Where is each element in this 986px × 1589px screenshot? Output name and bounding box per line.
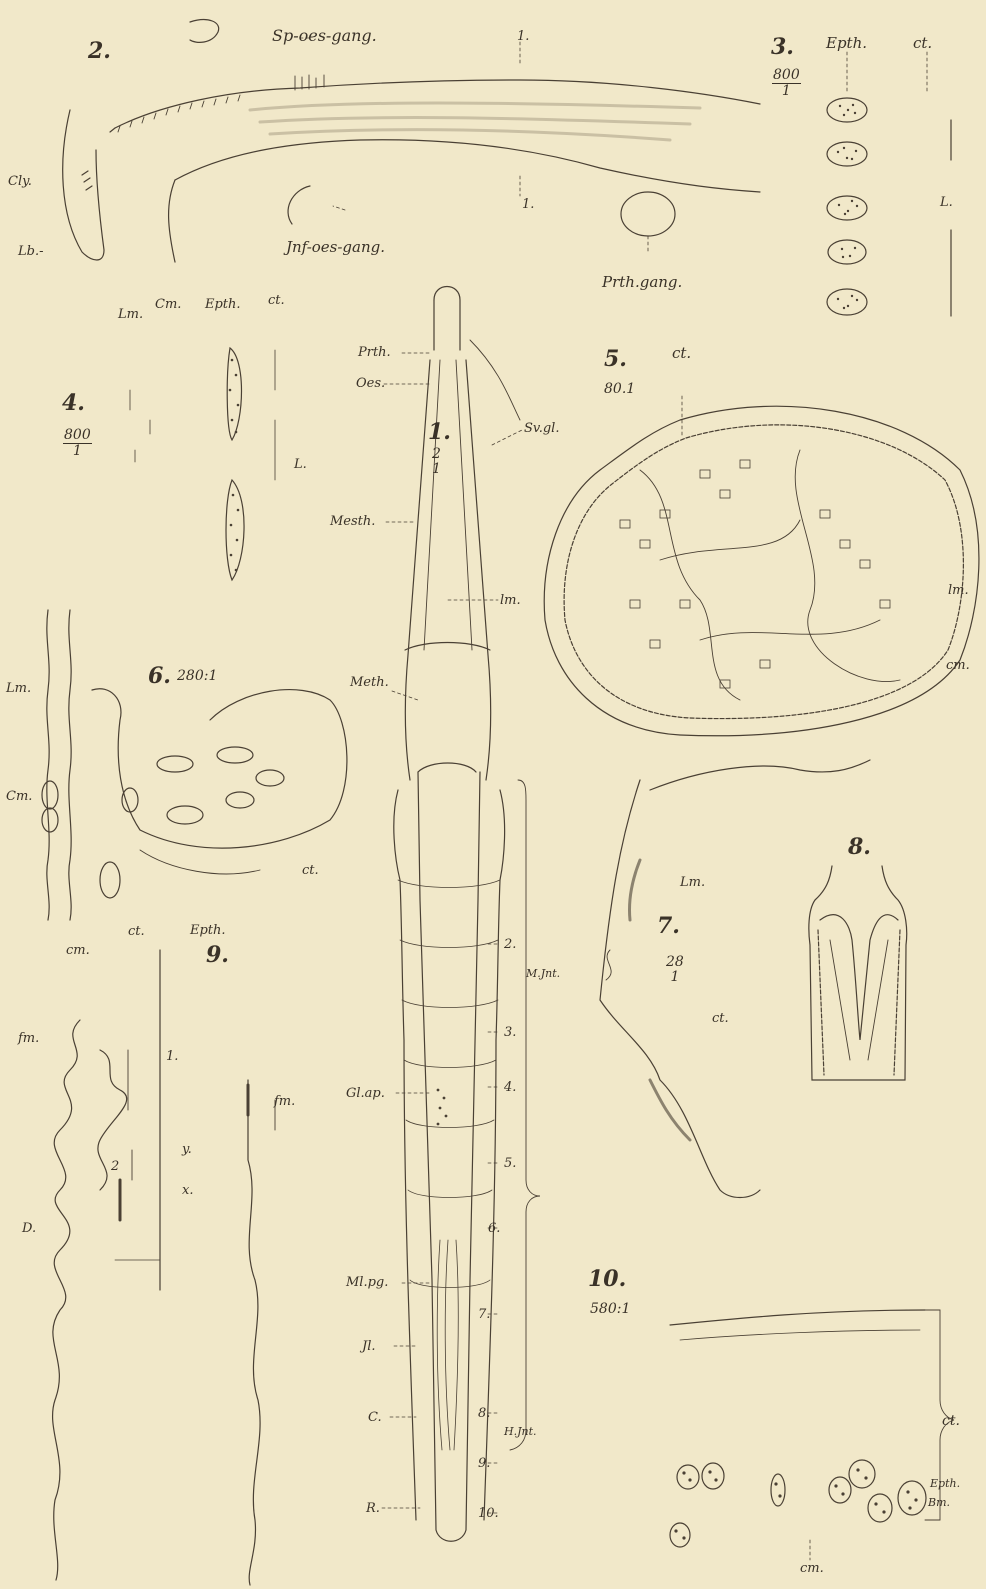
label-epth-fig6: Epth. — [190, 924, 226, 937]
segment-4: 4. — [504, 1081, 516, 1094]
figure-6-scale: 280:1 — [177, 669, 217, 683]
label-prth: Prth. — [358, 346, 391, 359]
label-oes: Oes. — [356, 377, 385, 390]
label-cm-fig5: cm. — [946, 659, 970, 672]
label-lm-fig4: Lm. — [118, 308, 143, 321]
figure-5-drawing — [544, 396, 979, 736]
figure-9-number: 9. — [206, 944, 229, 966]
figure-2-number: 2. — [88, 40, 111, 62]
figure-10-drawing — [670, 1310, 954, 1560]
segment-2: 2. — [504, 938, 516, 951]
label-x-fig9: x. — [182, 1184, 193, 1197]
label-cm-fig9: cm. — [66, 944, 90, 957]
figure-7-drawing — [600, 760, 870, 1198]
figure-5-scale: 80.1 — [604, 382, 635, 396]
label-ct-fig3: ct. — [913, 36, 932, 51]
label-c-fig1: C. — [368, 1411, 382, 1424]
label-ct-fig9: ct. — [128, 925, 145, 938]
label-ct-fig4: ct. — [268, 294, 285, 307]
label-gl-ap: Gl.ap. — [346, 1087, 385, 1100]
segment-7: 7. — [478, 1308, 490, 1321]
label-epth-fig10: Epth. — [930, 1478, 960, 1489]
label-sv-gl: Sv.gl. — [524, 422, 559, 435]
figure-10-scale: 580:1 — [590, 1302, 630, 1316]
label-1-fig9: 1. — [166, 1050, 178, 1063]
figure-6-number: 6. — [148, 665, 171, 687]
figure-5-number: 5. — [604, 348, 627, 370]
label-lb: Lb.- — [18, 245, 43, 258]
label-2-fig9: 2 — [111, 1160, 119, 1173]
label-l-fig3: L. — [940, 196, 953, 209]
label-bm-fig10: Bm. — [928, 1497, 950, 1508]
figure-9-drawing — [53, 950, 275, 1585]
figure-2-drawing — [63, 20, 760, 262]
label-cm-fig6: Cm. — [6, 790, 32, 803]
label-sp-oes-gang: Sp-oes-gang. — [272, 28, 377, 44]
label-fm-fig9-left: fm. — [18, 1032, 39, 1045]
label-l-fig4: L. — [294, 458, 307, 471]
label-lm-fig5: lm. — [948, 584, 969, 597]
label-r-fig1: R. — [366, 1502, 380, 1515]
segment-6: 6. — [488, 1222, 500, 1235]
label-lm-fig1: lm. — [500, 594, 521, 607]
label-ct-fig10: ct. — [942, 1414, 960, 1428]
label-cm-fig4: Cm. — [155, 298, 181, 311]
figure-1-drawing — [394, 287, 540, 1542]
label-cm-fig10: cm. — [800, 1562, 824, 1575]
label-epth-fig4: Epth. — [205, 298, 241, 311]
label-ct-fig6: ct. — [302, 864, 319, 877]
segment-10: 10. — [478, 1507, 499, 1520]
label-jl: Jl. — [362, 1340, 376, 1353]
figure-10-number: 10. — [588, 1268, 626, 1290]
figure-7-number: 7. — [657, 915, 680, 937]
label-lm-fig7: Lm. — [680, 876, 705, 889]
label-cly: Cly. — [8, 175, 32, 188]
label-fm-fig9-right: fm. — [274, 1095, 295, 1108]
segment-9: 9. — [478, 1457, 490, 1470]
label-ct-fig5: ct. — [672, 346, 691, 361]
figure-1-number: 1. — [428, 421, 451, 443]
figure-8-number: 8. — [848, 836, 871, 858]
figure-3-drawing — [827, 52, 951, 316]
segment-5: 5. — [504, 1157, 516, 1170]
label-fig2-1-bottom: 1. — [522, 198, 534, 211]
segment-3: 3. — [504, 1026, 516, 1039]
label-ml-pg: Ml.pg. — [346, 1276, 388, 1289]
label-d-fig9: D. — [22, 1222, 36, 1235]
label-epth-fig3: Epth. — [826, 36, 867, 51]
label-prth-gang: Prth.gang. — [602, 275, 682, 290]
figure-3-number: 3. — [771, 36, 794, 58]
figure-1-leaders — [382, 353, 522, 1513]
label-lm-fig6: Lm. — [6, 682, 31, 695]
label-meth: Meth. — [350, 676, 389, 689]
label-m-jnt: M.Jnt. — [526, 968, 560, 979]
figure-4-drawing — [130, 348, 275, 580]
label-mesth: Mesth. — [330, 515, 375, 528]
label-h-jnt: H.Jnt. — [504, 1426, 537, 1437]
figure-8-drawing — [809, 866, 907, 1080]
label-ct-fig7: ct. — [712, 1012, 729, 1025]
label-inf-oes-gang: Jnf-oes-gang. — [286, 240, 385, 255]
figure-4-number: 4. — [62, 392, 85, 414]
label-y-fig9: y. — [182, 1143, 192, 1156]
label-fig2-1-top: 1. — [517, 30, 529, 43]
segment-8: 8. — [478, 1407, 490, 1420]
